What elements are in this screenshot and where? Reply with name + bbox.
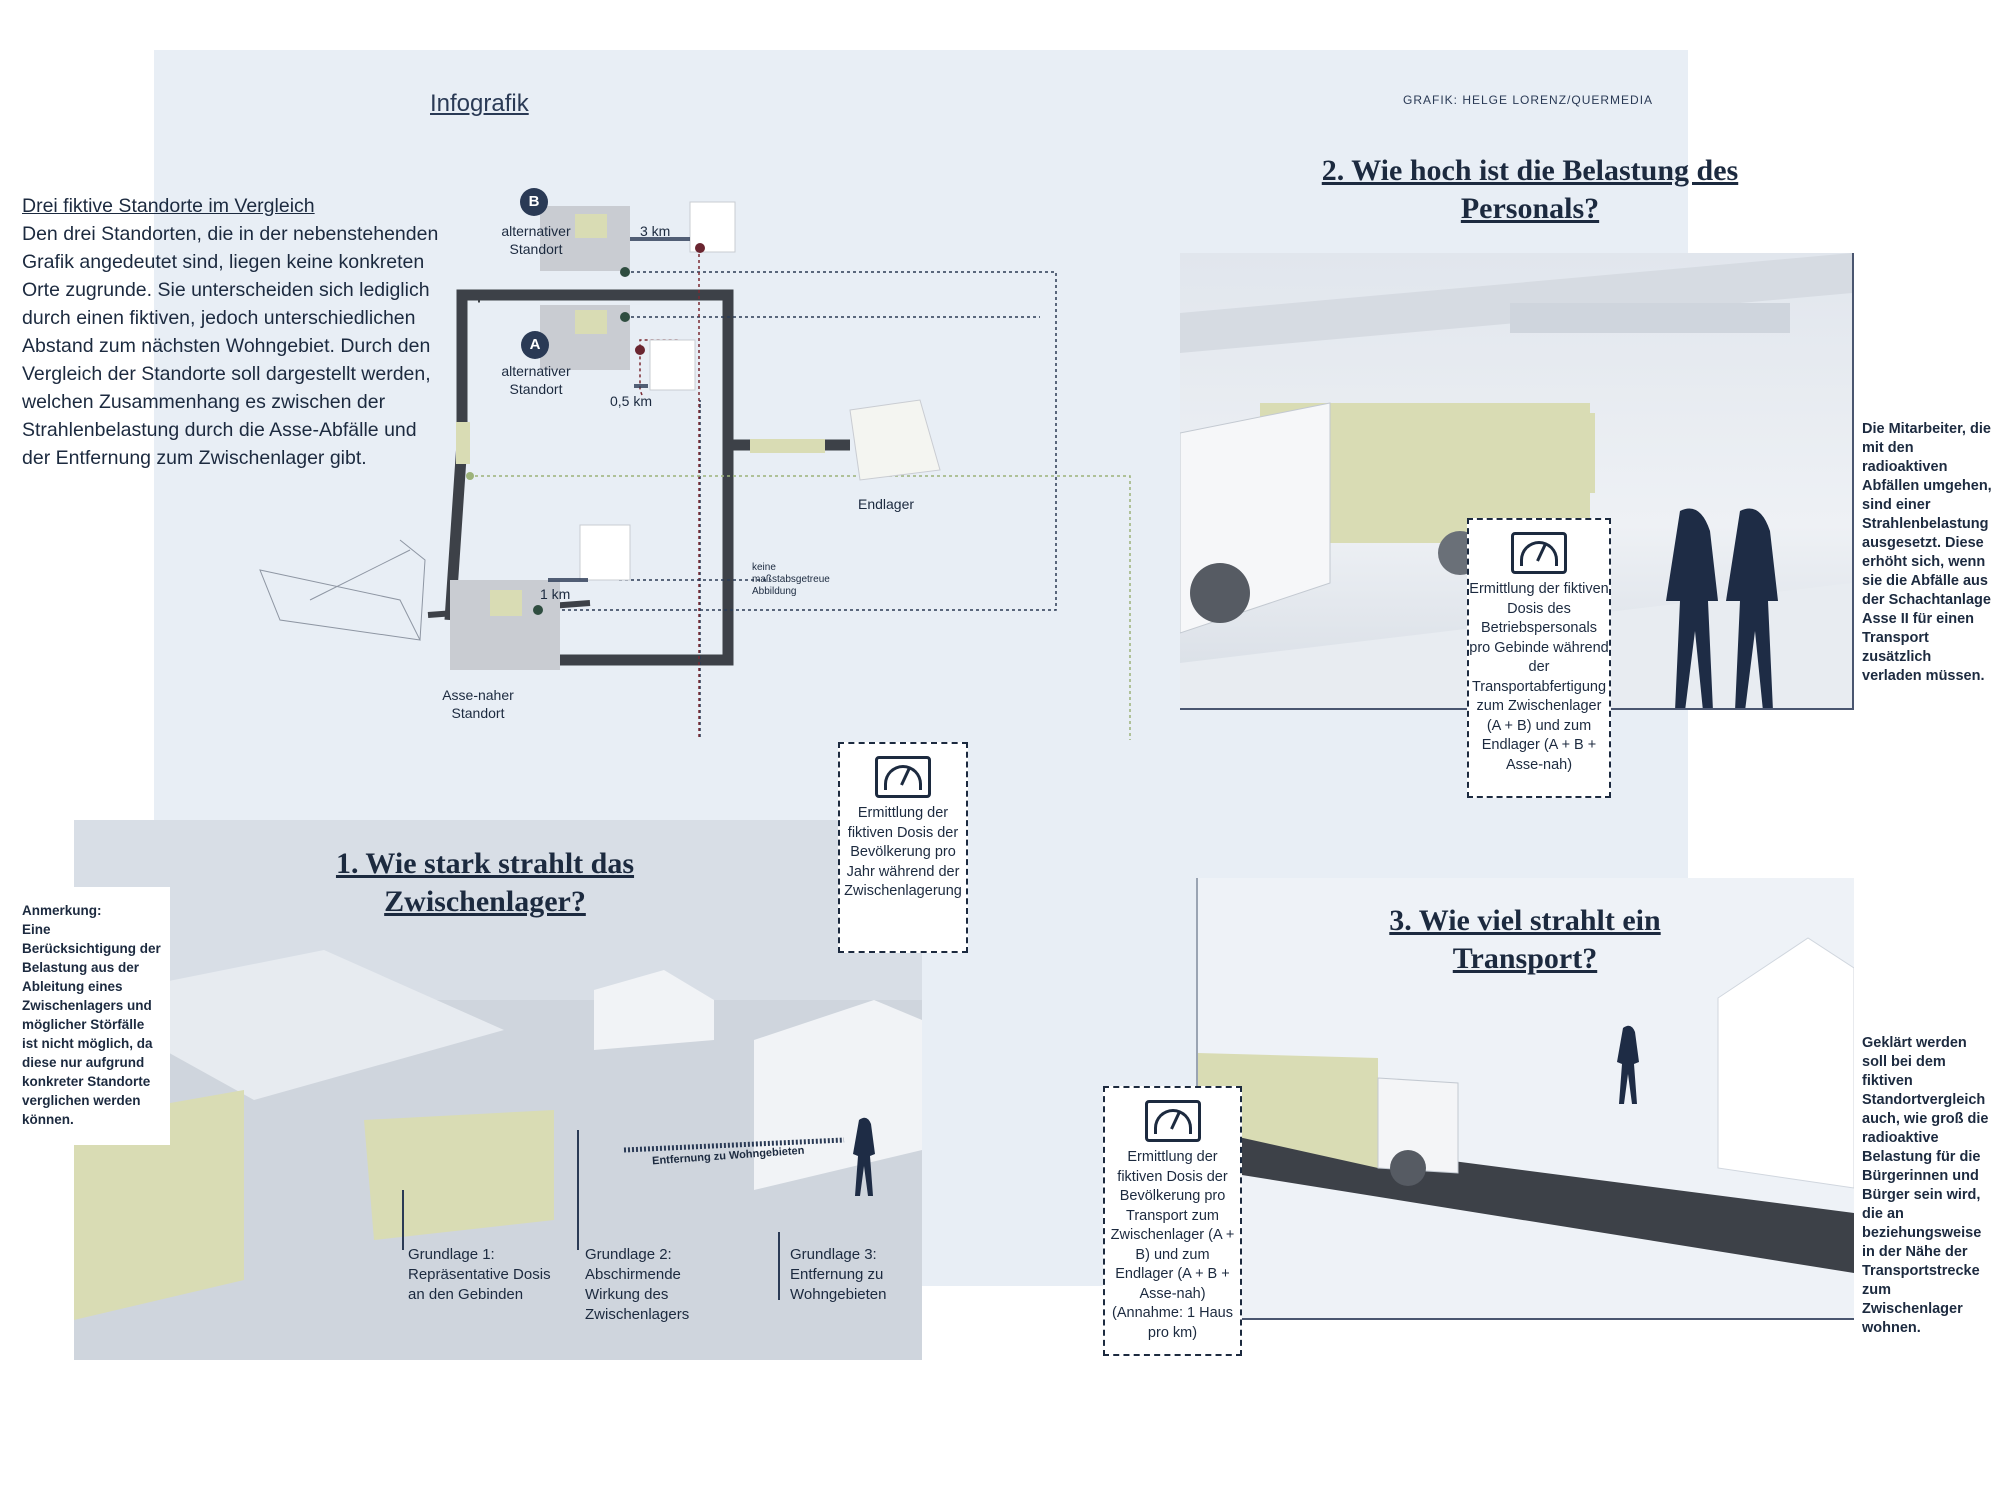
transport-illustration	[1198, 937, 1854, 1273]
panel-interim-storage	[74, 820, 922, 1360]
question-2-title: 2. Wie hoch ist die Belastung des Person…	[1321, 154, 1739, 225]
dose-box-transport-text: Ermittlung der fiktiven Dosis der Bevölk…	[1110, 1149, 1235, 1341]
storage-a	[540, 305, 630, 370]
page-title: Infografik	[430, 90, 529, 117]
foundation-3-tick	[778, 1232, 780, 1300]
gauge-icon	[1144, 1100, 1201, 1142]
graphic-credit: GRAFIK: HELGE LORENZ/QUERMEDIA	[1403, 93, 1654, 107]
annotation-text: Eine Berücksichtigung der Belastung aus …	[22, 922, 161, 1127]
label-site-b: alternativer Standort	[501, 223, 571, 257]
annotation-label: Anmerkung:	[22, 903, 102, 918]
question-3-title: 3. Wie viel strahlt ein Transport?	[1389, 904, 1661, 975]
distance-a: 0,5 km	[610, 393, 653, 409]
house-a	[649, 339, 696, 391]
transport-on-road-right	[750, 439, 825, 453]
hall-illustration	[1180, 253, 1852, 708]
dose-box-staff-text: Ermittlung der fiktiven Dosis des Betrie…	[1469, 581, 1609, 773]
storage-illustration	[74, 950, 922, 1360]
intro-heading: Drei fiktive Standorte im Vergleich	[22, 195, 315, 217]
foundation-1-tick	[402, 1190, 404, 1250]
transport-on-road-left	[456, 422, 470, 464]
connector-transport	[475, 475, 1131, 740]
label-endlager: Endlager	[858, 496, 915, 512]
foundation-2-tick	[577, 1130, 579, 1250]
endlager-block	[849, 399, 941, 481]
transport-side-text: Geklärt werden soll bei dem fiktiven Sta…	[1862, 1035, 1989, 1336]
dose-box-transport: Ermittlung der fiktiven Dosis der Bevölk…	[1103, 1086, 1242, 1356]
label-site-a: alternativer Standort	[501, 363, 571, 397]
photo-transport-road	[1196, 878, 1854, 1320]
staff-side-text: Die Mitarbeiter, die mit den radioaktive…	[1862, 421, 1992, 684]
intro-block: Drei fiktive Standorte im Vergleich Den …	[22, 192, 442, 472]
foundation-3: Grundlage 3: Entfernung zu Wohngebieten	[790, 1246, 887, 1303]
dose-box-population-text: Ermittlung der fiktiven Dosis der Bevölk…	[844, 805, 962, 899]
house-asse	[579, 524, 631, 581]
scale-note: keine maßstabsgetreue Abbildung	[752, 562, 830, 597]
site-map-diagram	[259, 201, 1131, 740]
connector-b	[538, 271, 1057, 611]
gauge-icon	[1511, 532, 1567, 574]
foundation-1: Grundlage 1: Repräsentative Dosis an den…	[408, 1246, 551, 1303]
gauge-icon	[875, 756, 931, 798]
distance-b: 3 km	[640, 223, 671, 239]
connector-pop	[699, 400, 701, 740]
dose-box-staff: Ermittlung der fiktiven Dosis des Betrie…	[1467, 518, 1611, 798]
badge-a: A	[521, 331, 549, 359]
house-b	[689, 201, 736, 253]
storage-b	[540, 206, 630, 271]
question-1-title: 1. Wie stark strahlt das Zwischenlager?	[335, 847, 635, 918]
dose-box-population: Ermittlung der fiktiven Dosis der Bevölk…	[838, 742, 968, 953]
shaft-tower	[259, 539, 426, 641]
foundation-2: Grundlage 2: Abschirmende Wirkung des Zw…	[585, 1246, 690, 1323]
intro-body: Den drei Standorten, die in der nebenste…	[22, 223, 439, 469]
distance-asse: 1 km	[540, 586, 571, 602]
badge-b: B	[520, 188, 548, 216]
annotation-box: Anmerkung: Eine Berücksichtigung der Bel…	[14, 887, 170, 1145]
label-site-asse: Asse-naher Standort	[442, 687, 514, 721]
storage-asse	[450, 580, 560, 670]
